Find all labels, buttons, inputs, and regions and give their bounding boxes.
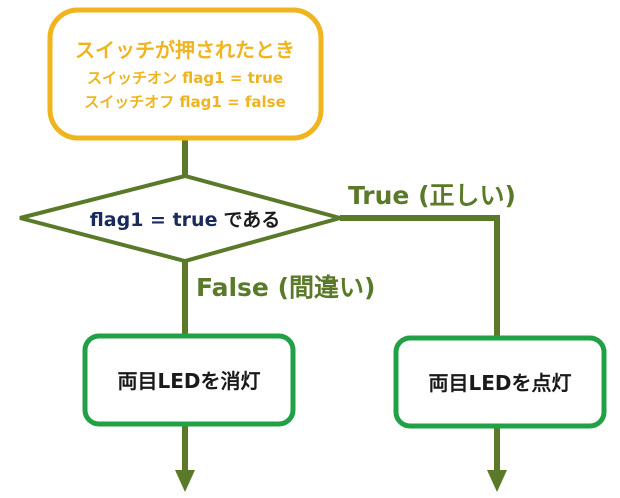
false-branch-label: False (間違い) <box>196 273 375 302</box>
true-branch-label: True (正しい) <box>348 181 516 210</box>
start-line-off: スイッチオフ flag1 = false <box>84 93 286 111</box>
decision-condition: flag1 = true <box>90 209 218 231</box>
start-title: スイッチが押されたとき <box>75 38 295 62</box>
connector-true-branch <box>340 215 500 336</box>
process-left-label: 両目LEDを消灯 <box>117 369 260 393</box>
process-box-left <box>82 333 296 427</box>
arrowhead-right-exit <box>487 470 507 492</box>
decision-suffix: である <box>223 209 280 231</box>
process-box-right <box>393 335 607 429</box>
start-terminal <box>47 7 324 141</box>
decision-diamond <box>19 173 348 264</box>
start-line-on: スイッチオン flag1 = true <box>87 69 283 87</box>
arrowhead-left-exit <box>175 470 195 492</box>
process-right-label: 両目LEDを点灯 <box>428 371 571 395</box>
